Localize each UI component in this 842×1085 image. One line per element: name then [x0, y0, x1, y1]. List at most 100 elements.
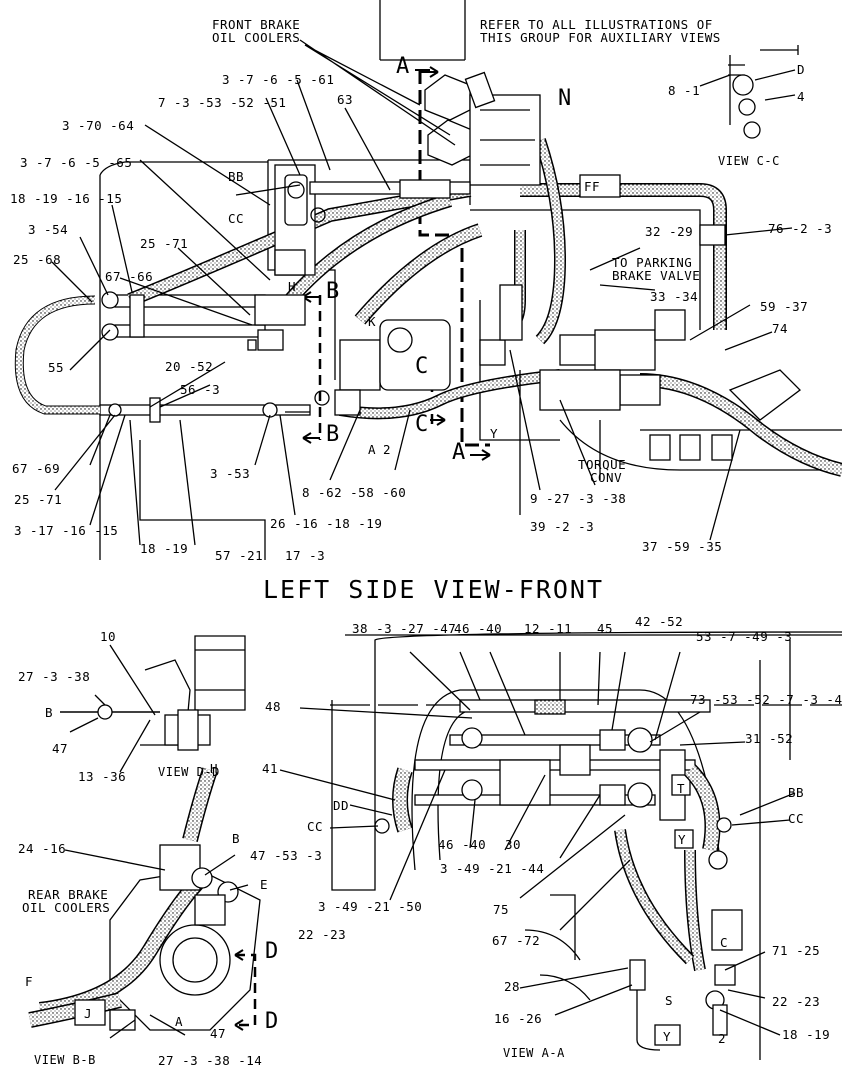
- callout-31-52: 31 -52: [745, 731, 794, 746]
- callout-25-68: 25 -68: [13, 252, 62, 267]
- callout-73-53-52-7-3-43: 73 -53 -52 -7 -3 -43: [690, 692, 842, 707]
- direction-n: N: [558, 86, 572, 111]
- callout-18-19-aa: 18 -19: [782, 1027, 831, 1042]
- callout-10: 10: [100, 629, 117, 644]
- note-to-parking-line1: TO PARKING: [612, 255, 693, 270]
- callout-46-40-bot: 46 -40: [438, 837, 487, 852]
- callout-a-bb: A: [175, 1014, 184, 1029]
- note-rear-brake-line1: REAR BRAKE: [28, 887, 109, 902]
- callout-8-62-58-60: 8 -62 -58 -60: [302, 485, 407, 500]
- callout-j: J: [84, 1006, 93, 1021]
- callout-67-69: 67 -69: [12, 461, 61, 476]
- callout-3-54: 3 -54: [28, 222, 69, 237]
- callout-53-7-49-3: 53 -7 -49 -3: [696, 629, 793, 644]
- callout-27-3-38-dd: 27 -3 -38: [18, 669, 91, 684]
- callout-y-bottom: Y: [663, 1029, 672, 1044]
- note-front-brake-line1: FRONT BRAKE: [212, 17, 301, 32]
- callout-cc-top: CC: [228, 211, 245, 226]
- callout-41: 41: [262, 761, 279, 776]
- view-label-aa: VIEW A-A: [503, 1046, 565, 1060]
- callout-y-top: Y: [490, 426, 499, 441]
- callout-20-52: 20 -52: [165, 359, 214, 374]
- callout-18-19-left: 18 -19: [140, 541, 189, 556]
- callout-y-aa: Y: [678, 832, 687, 847]
- view-label-dd: VIEW D-D: [158, 765, 220, 779]
- callout-k: K: [368, 314, 377, 329]
- note-torque-line1: TORQUE: [578, 457, 627, 472]
- callout-16-26: 16 -26: [494, 1011, 543, 1026]
- callout-46-40-top: 46 -40: [454, 621, 503, 636]
- callout-cc-aa: CC: [788, 811, 805, 826]
- callout-47-53-3: 47 -53 -3: [250, 848, 323, 863]
- callout-42-52: 42 -52: [635, 614, 684, 629]
- callout-2-aa: 2: [718, 1031, 727, 1046]
- callout-37-59-35: 37 -59 -35: [642, 539, 723, 554]
- note-refer-line1: REFER TO ALL ILLUSTRATIONS OF: [480, 17, 713, 32]
- callout-45: 45: [597, 621, 614, 636]
- callout-ff: FF: [584, 179, 601, 194]
- callout-17-3: 17 -3: [285, 548, 326, 563]
- callout-26-16-18-19: 26 -16 -18 -19: [270, 516, 383, 531]
- callout-c-aa: C: [720, 935, 729, 950]
- callout-76-2-3: 76 -2 -3: [768, 221, 833, 236]
- callout-39-2-3: 39 -2 -3: [530, 519, 595, 534]
- callout-b-dd: B: [45, 705, 54, 720]
- callout-h-top: H: [288, 279, 297, 294]
- section-c-bottom: C: [415, 412, 429, 437]
- callout-dd: DD: [333, 798, 350, 813]
- view-label-bb: VIEW B-B: [34, 1053, 96, 1067]
- section-d-top: D: [265, 939, 279, 964]
- callout-22-23-bb: 22 -23: [298, 927, 347, 942]
- callout-3-17-16-15: 3 -17 -16 -15: [14, 523, 119, 538]
- callout-67-72: 67 -72: [492, 933, 541, 948]
- main-view-drawing: [14, 0, 842, 560]
- callout-47-dd: 47: [52, 741, 69, 756]
- callout-25-71-bot: 25 -71: [14, 492, 63, 507]
- callout-a-small: A: [368, 442, 377, 457]
- callout-22-23-aa: 22 -23: [772, 994, 821, 1009]
- callout-b-bb: B: [232, 831, 241, 846]
- callout-4: 4: [797, 89, 806, 104]
- callout-27-3-38-14: 27 -3 -38 -14: [158, 1053, 263, 1068]
- callout-13-36: 13 -36: [78, 769, 127, 784]
- callout-3-70-64: 3 -70 -64: [62, 118, 135, 133]
- view-aa-drawing: [279, 631, 842, 1060]
- callout-47-bb: 47: [210, 1026, 227, 1041]
- callout-56-3: 56 -3: [180, 382, 221, 397]
- callout-55: 55: [48, 360, 65, 375]
- callout-d-cc: D: [797, 62, 806, 77]
- callout-h-bb: H: [210, 761, 219, 776]
- callout-48: 48: [265, 699, 282, 714]
- section-a-bottom: A: [452, 440, 466, 465]
- callout-38-3-27-47: 38 -3 -27 -47: [352, 621, 457, 636]
- callout-33-34: 33 -34: [650, 289, 699, 304]
- callout-24-16: 24 -16: [18, 841, 67, 856]
- callout-3-53: 3 -53: [210, 466, 251, 481]
- callout-7-3-53-52-51: 7 -3 -53 -52 -51: [158, 95, 287, 110]
- note-torque-line2: CONV: [590, 470, 623, 485]
- note-front-brake-line2: OIL COOLERS: [212, 30, 301, 45]
- callout-63: 63: [337, 92, 354, 107]
- callout-75: 75: [493, 902, 510, 917]
- callout-32-29: 32 -29: [645, 224, 694, 239]
- callout-74: 74: [772, 321, 789, 336]
- callout-s: S: [665, 993, 674, 1008]
- callout-12-11: 12 -11: [524, 621, 573, 636]
- callout-9-27-3-38: 9 -27 -3 -38: [530, 491, 627, 506]
- callout-3-7-6-5-61: 3 -7 -6 -5 -61: [222, 72, 335, 87]
- callout-67-66: 67 -66: [105, 269, 154, 284]
- callout-f: F: [25, 974, 34, 989]
- callout-bb-aa: BB: [788, 785, 805, 800]
- note-refer-line2: THIS GROUP FOR AUXILIARY VIEWS: [480, 30, 721, 45]
- callout-bb-top: BB: [228, 169, 245, 184]
- callout-t: T: [677, 781, 686, 796]
- note-to-parking-line2: BRAKE VALVE: [612, 268, 701, 283]
- view-bb-drawing: [28, 767, 261, 1039]
- view-dd-drawing: [60, 635, 246, 773]
- callout-57-21: 57 -21: [215, 548, 264, 563]
- section-b-bottom: B: [326, 422, 340, 447]
- callout-71-25: 71 -25: [772, 943, 821, 958]
- callout-25-71-top: 25 -71: [140, 236, 189, 251]
- section-b-top: B: [326, 279, 340, 304]
